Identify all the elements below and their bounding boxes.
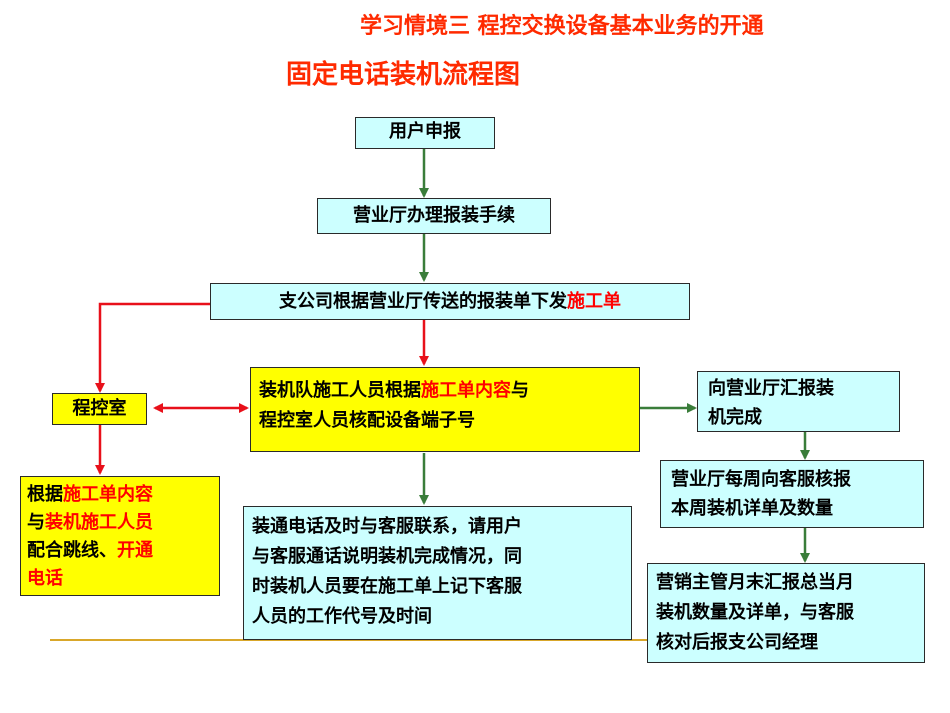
- monthly-report-line1: 营销主管月末汇报总当月: [656, 572, 854, 593]
- monthly-report-line2: 装机数量及详单，与客服: [656, 602, 854, 623]
- jumper-line2: 与装机施工人员: [27, 509, 219, 537]
- install-team-highlight: 施工单内容: [421, 380, 511, 401]
- install-team-text: 与: [511, 380, 529, 401]
- node-user-apply-label: 用户申报: [389, 121, 461, 142]
- node-monthly-report: 营销主管月末汇报总当月 装机数量及详单，与客服 核对后报支公司经理: [647, 563, 925, 663]
- install-team-line1: 装机队施工人员根据施工单内容与: [259, 376, 639, 406]
- monthly-report-line3: 核对后报支公司经理: [656, 632, 818, 653]
- weekly-report-line1: 营业厅每周向客服核报: [671, 469, 851, 490]
- page-subtitle: 学习情境三 程控交换设备基本业务的开通: [360, 14, 764, 39]
- weekly-report-line2: 本周装机详单及数量: [671, 498, 833, 519]
- divider-rule: [50, 639, 648, 641]
- node-hall-process-label: 营业厅办理报装手续: [353, 205, 515, 226]
- node-control-room-label: 程控室: [72, 398, 127, 419]
- node-user-apply: 用户申报: [355, 117, 495, 149]
- jumper-text: 与: [27, 512, 45, 533]
- jumper-text: 配合跳线、: [27, 540, 117, 561]
- contact-service-line2: 与客服通话说明装机完成情况，同: [252, 546, 522, 567]
- contact-service-line3: 时装机人员要在施工单上记下客服: [252, 576, 522, 597]
- page-title: 固定电话装机流程图: [286, 60, 521, 90]
- node-hall-process: 营业厅办理报装手续: [317, 198, 551, 234]
- node-contact-service: 装通电话及时与客服联系，请用户 与客服通话说明装机完成情况，同 时装机人员要在施…: [243, 506, 632, 640]
- node-branch-issue-label: 支公司根据营业厅传送的报装单下发: [279, 291, 567, 312]
- jumper-line3: 配合跳线、开通: [27, 537, 219, 565]
- contact-service-line4: 人员的工作代号及时间: [252, 606, 432, 627]
- jumper-text: 根据: [27, 484, 63, 505]
- jumper-highlight: 施工单内容: [63, 484, 153, 505]
- install-team-text: 装机队施工人员根据: [259, 380, 421, 401]
- jumper-line1: 根据施工单内容: [27, 481, 219, 509]
- node-install-team: 装机队施工人员根据施工单内容与 程控室人员核配设备端子号: [250, 367, 640, 452]
- install-team-line2: 程控室人员核配设备端子号: [259, 410, 475, 431]
- node-jumper: 根据施工单内容 与装机施工人员 配合跳线、开通 电话: [20, 476, 220, 596]
- jumper-highlight: 装机施工人员: [45, 512, 153, 533]
- node-control-room: 程控室: [52, 393, 147, 425]
- jumper-highlight: 开通: [117, 540, 153, 561]
- contact-service-line1: 装通电话及时与客服联系，请用户: [252, 516, 522, 537]
- node-report-hall: 向营业厅汇报装 机完成: [697, 371, 900, 432]
- arrow-branch-to-control-room: [95, 302, 210, 393]
- jumper-line4: 电话: [27, 568, 63, 589]
- node-branch-issue-highlight: 施工单: [567, 291, 621, 312]
- node-branch-issue: 支公司根据营业厅传送的报装单下发施工单: [210, 283, 690, 320]
- report-hall-line2: 机完成: [708, 407, 762, 428]
- report-hall-line1: 向营业厅汇报装: [708, 378, 834, 399]
- node-weekly-report: 营业厅每周向客服核报 本周装机详单及数量: [660, 460, 924, 528]
